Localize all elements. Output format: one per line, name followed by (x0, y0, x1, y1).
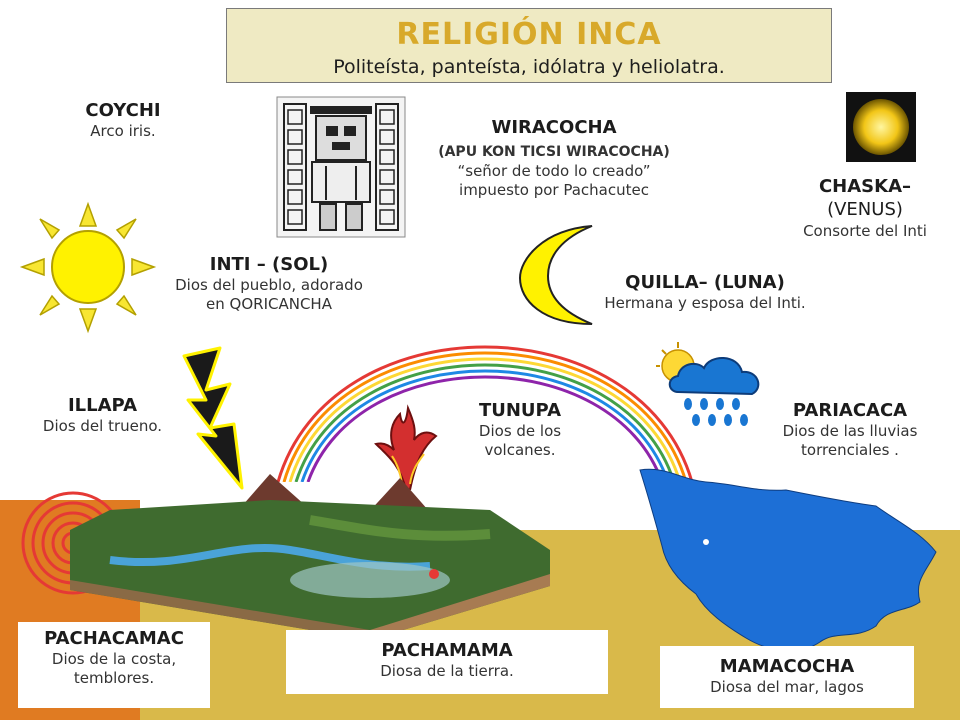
tunupa-label: TUNUPA Dios de los volcanes. (445, 400, 595, 460)
pachamama-label: PACHAMAMA Diosa de la tierra. (286, 630, 608, 694)
tunupa-desc-1: Dios de los (478, 422, 562, 440)
pachamama-name: PACHAMAMA (381, 640, 513, 661)
pariacaca-desc-1: Dios de las lluvias (782, 422, 918, 440)
chaska-desc: Consorte del Inti (803, 222, 927, 240)
quilla-name: QUILLA– (LUNA) (625, 272, 785, 293)
pariacaca-desc-2: torrenciales . (801, 441, 899, 459)
pariacaca-name: PARIACACA (792, 400, 908, 421)
wiracocha-alt-name: (APU KON TICSI WIRACOCHA) (438, 144, 670, 160)
tunupa-name: TUNUPA (478, 400, 562, 421)
wiracocha-name: WIRACOCHA (491, 117, 617, 138)
rainbow-icon (276, 345, 694, 482)
mamacocha-name: MAMACOCHA (719, 656, 855, 677)
wiracocha-desc-1: “señor de todo lo creado” (457, 162, 651, 180)
pachamama-desc: Diosa de la tierra. (380, 662, 514, 680)
landscape-icon (70, 474, 550, 640)
chaska-label: CHASKA– (VENUS) Consorte del Inti (775, 176, 955, 241)
quilla-label: QUILLA– (LUNA) Hermana y esposa del Inti… (560, 272, 850, 313)
lake-icon (639, 468, 937, 652)
page-subtitle: Politeísta, panteísta, idólatra y heliol… (333, 56, 725, 78)
lightning-icon (182, 346, 244, 490)
inti-name: INTI – (SOL) (209, 254, 329, 275)
illapa-name: ILLAPA (67, 395, 138, 416)
wiracocha-desc-2: impuesto por Pachacutec (459, 181, 649, 199)
tunupa-desc-2: volcanes. (484, 441, 556, 459)
chaska-name: CHASKA– (818, 176, 912, 197)
page-title: Religión Inca (396, 17, 662, 52)
venus-star-icon (846, 92, 916, 162)
illapa-label: ILLAPA Dios del trueno. (20, 395, 185, 436)
illapa-desc: Dios del trueno. (42, 417, 163, 435)
mamacocha-label: MAMACOCHA Diosa del mar, lagos (660, 646, 914, 708)
quilla-desc: Hermana y esposa del Inti. (604, 294, 806, 312)
title-box: Religión Inca Politeísta, panteísta, idó… (226, 8, 832, 83)
coychi-desc: Arco iris. (90, 122, 156, 140)
chaska-alt-name: (VENUS) (827, 199, 903, 220)
inti-label: INTI – (SOL) Dios del pueblo, adorado en… (134, 254, 404, 314)
coychi-label: COYCHI Arco iris. (48, 100, 198, 141)
pachacamac-name: PACHACAMAC (44, 628, 184, 649)
moon-icon (518, 225, 593, 325)
wiracocha-label: WIRACOCHA (APU KON TICSI WIRACOCHA) “señ… (404, 117, 704, 200)
sun-icon (19, 201, 157, 334)
coychi-name: COYCHI (85, 100, 161, 121)
mamacocha-desc: Diosa del mar, lagos (710, 678, 864, 696)
inti-desc-2: en QORICANCHA (206, 295, 332, 313)
pachacamac-desc-1: Dios de la costa, (51, 650, 177, 668)
pariacaca-label: PARIACACA Dios de las lluvias torrencial… (760, 400, 940, 460)
wiracocha-idol-icon (276, 96, 406, 238)
pachacamac-label: PACHACAMAC Dios de la costa, temblores. (18, 622, 210, 708)
pachacamac-desc-2: temblores. (73, 669, 155, 687)
inti-desc-1: Dios del pueblo, adorado (175, 276, 363, 294)
rain-cloud-icon (656, 342, 760, 426)
